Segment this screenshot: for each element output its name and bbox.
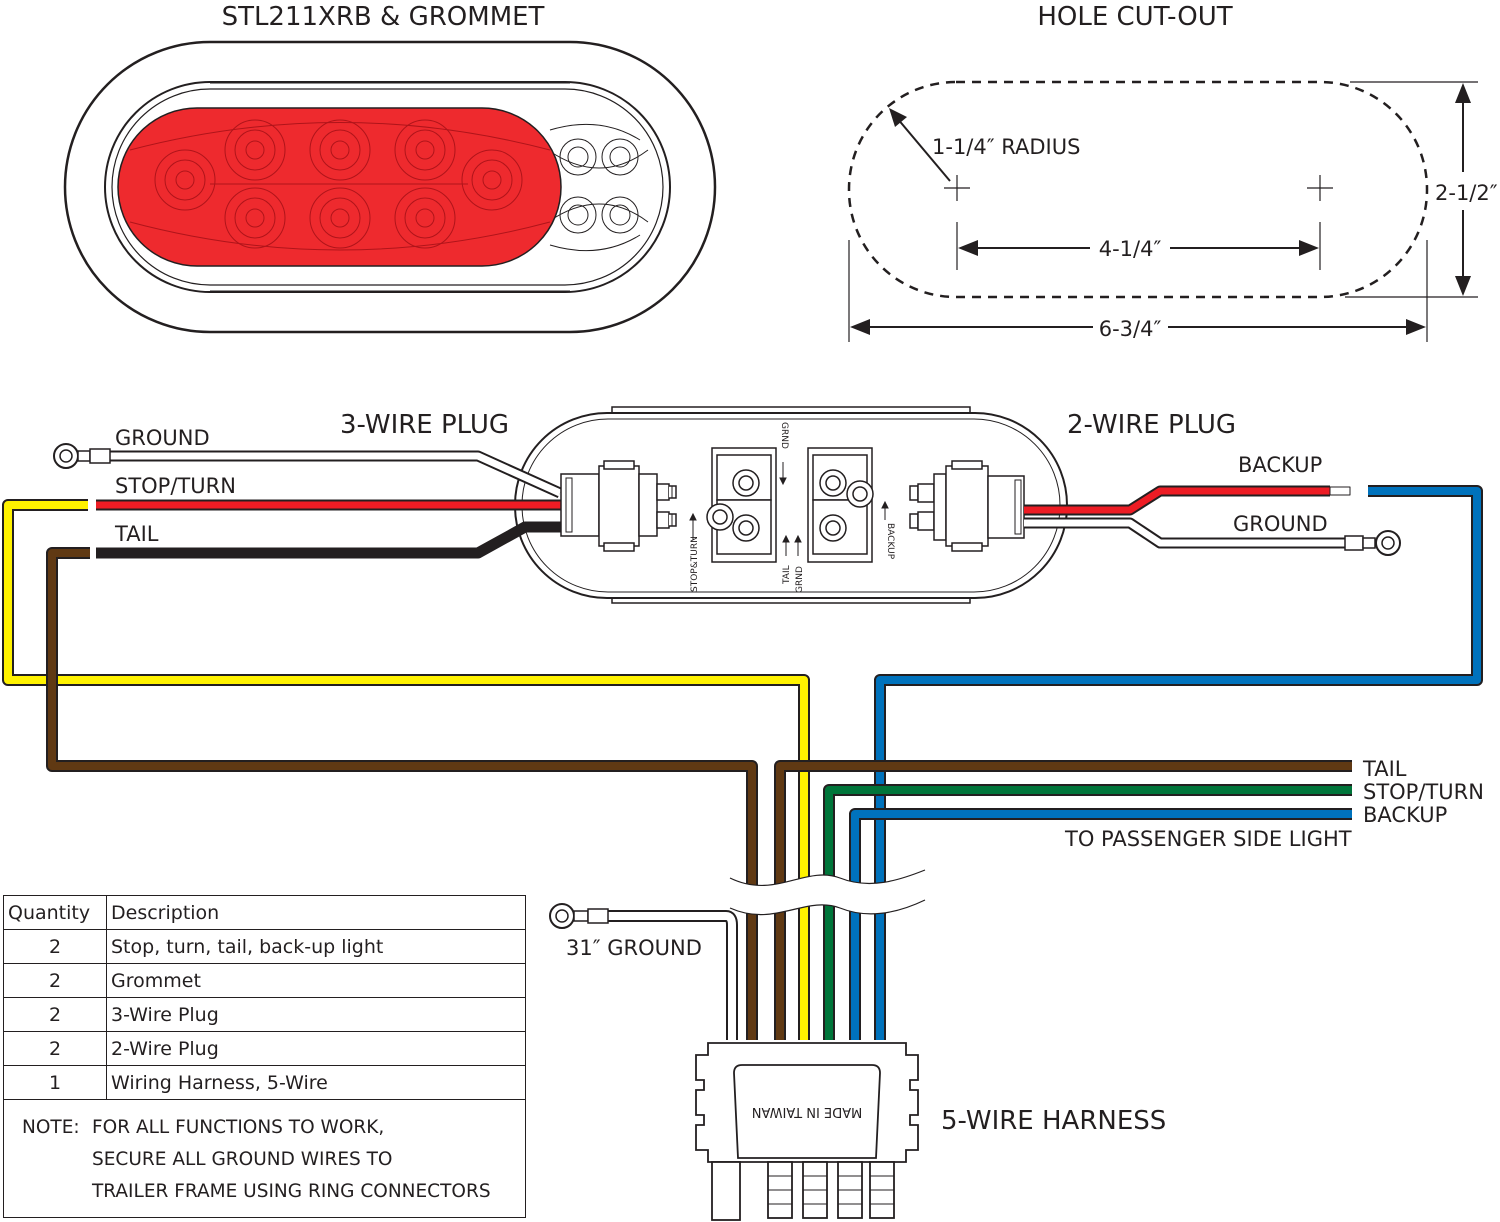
width-label: 6-3/4″ [1099,317,1162,341]
hole-cutout-title: HOLE CUT-OUT [1037,2,1232,32]
row-qty: 2 [4,929,107,964]
parts-table: Quantity Description 2 Stop, turn, tail,… [3,895,526,1218]
five-wire-harness-title: 5-WIRE HARNESS [941,1106,1166,1136]
table-row: 2 Stop, turn, tail, back-up light [4,929,525,964]
tail-label-3wire: TAIL [114,522,159,546]
ground-label-2wire: GROUND [1233,512,1328,536]
backup-lens [547,123,649,252]
three-wire-plug-title: 3-WIRE PLUG [340,410,509,440]
passenger-side-label: TO PASSENGER SIDE LIGHT [1064,827,1352,851]
socket-label-backup: BACKUP [885,523,895,560]
table-row: 2 2-Wire Plug [4,1031,525,1066]
center-mark-right [1307,175,1333,201]
radius-arrow [896,117,951,182]
backup-label-2wire: BACKUP [1238,453,1322,477]
two-wire-plug [909,460,1025,552]
table-row: 2 3-Wire Plug [4,997,525,1032]
row-qty: 2 [4,1031,107,1066]
ground-31-label: 31″ GROUND [566,936,702,960]
backup-out-label: BACKUP [1363,803,1447,827]
header-quantity: Quantity [4,896,107,930]
note-label: NOTE: [22,1117,80,1138]
center-spacing-label: 4-1/4″ [1099,237,1162,261]
light-title: STL211XRB & GROMMET [222,2,545,32]
socket-label-tail: TAIL [782,565,792,585]
height-label: 2-1/2″ [1435,181,1498,205]
note-line: TRAILER FRAME USING RING CONNECTORS [92,1181,491,1202]
ground-ring-31 [549,903,609,929]
three-wire-socket [706,447,777,563]
two-wire-plug-title: 2-WIRE PLUG [1067,410,1236,440]
row-desc: Wiring Harness, 5-Wire [106,1065,525,1100]
table-row: 2 Grommet [4,963,525,998]
row-qty: 1 [4,1065,107,1100]
socket-label-stop-turn: STOP&TURN [690,536,700,592]
wire-break [730,870,925,915]
socket-label-grnd-top: GRND [779,422,789,449]
hole-cutout-diagram: 1-1/4″ RADIUS 4-1/4″ 6-3/4″ 2-1/2″ [847,80,1498,342]
row-desc: 2-Wire Plug [106,1031,525,1066]
note-line: FOR ALL FUNCTIONS TO WORK, [92,1117,385,1138]
harness-wires [2,485,1483,1040]
center-mark-left [944,175,970,201]
light-and-grommet [63,40,717,334]
ground-ring-3 [53,443,111,469]
ground-note: NOTE: FOR ALL FUNCTIONS TO WORK, SECURE A… [4,1100,525,1208]
table-header-row: Quantity Description [4,896,525,930]
ground-ring-2 [1344,530,1401,556]
five-wire-harness-connector [695,1042,919,1221]
row-desc: Stop, turn, tail, back-up light [106,929,525,964]
row-qty: 2 [4,997,107,1032]
tail-out-label: TAIL [1362,757,1407,781]
row-desc: Grommet [106,963,525,998]
red-lens [117,107,562,267]
two-wire-socket [807,447,874,563]
two-wire-plug-wires [1024,485,1351,549]
header-description: Description [106,896,525,930]
socket-label-grnd-bottom: GRND [795,566,805,593]
row-desc: 3-Wire Plug [106,997,525,1032]
ground-label-3wire: GROUND [115,426,210,450]
made-in-taiwan-text: MADE IN TAIWAN [752,1104,863,1119]
stop-turn-out-label: STOP/TURN [1363,780,1484,804]
three-wire-plug-wires [96,450,563,559]
note-line: SECURE ALL GROUND WIRES TO [92,1149,393,1170]
stop-turn-label-3wire: STOP/TURN [115,474,236,498]
radius-label: 1-1/4″ RADIUS [932,135,1080,159]
three-wire-plug [560,460,677,552]
row-qty: 2 [4,963,107,998]
table-row: 1 Wiring Harness, 5-Wire [4,1065,525,1100]
